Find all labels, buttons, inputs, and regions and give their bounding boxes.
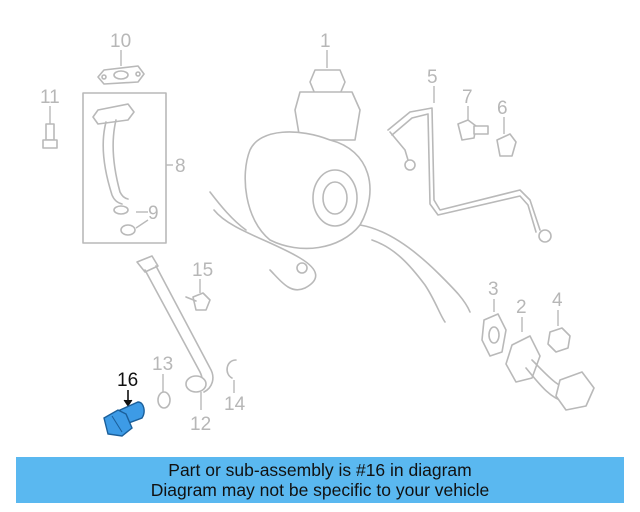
callout-2: 2 (516, 297, 527, 318)
callout-3: 3 (488, 279, 499, 300)
part-4-nut: 4 (547, 290, 571, 353)
banner-line-1: Part or sub-assembly is #16 in diagram (168, 460, 472, 480)
part-10-gasket: 10 (97, 31, 145, 85)
part-2-elbow-pipe: 2 (505, 297, 595, 411)
callout-15: 15 (192, 260, 213, 281)
part-5-vacuum-line: 5 (387, 67, 552, 243)
part-7-bolt: 7 (457, 87, 489, 141)
banner-line-2: Diagram may not be specific to your vehi… (150, 480, 490, 500)
callout-6: 6 (497, 98, 508, 119)
callout-9: 9 (148, 203, 159, 224)
callout-12: 12 (190, 414, 211, 435)
part-15-bolt: 15 (185, 260, 213, 311)
info-banner: Part or sub-assembly is #16 in diagram D… (16, 457, 624, 503)
part-16-banjo-bolt-highlighted: 16 (103, 370, 145, 437)
callout-5: 5 (427, 67, 438, 88)
part-8-oil-feed-assembly: 8 9 (82, 92, 186, 244)
callout-10: 10 (110, 31, 131, 52)
callout-4: 4 (552, 290, 563, 311)
part-3-gasket: 3 (481, 279, 507, 357)
callout-14: 14 (224, 394, 246, 415)
part-1-turbocharger: 1 (209, 31, 471, 323)
part-12-oil-return-pipe: 12 (136, 255, 214, 435)
callout-11: 11 (40, 87, 60, 108)
callout-1: 1 (320, 31, 331, 52)
part-6-fitting: 6 (496, 98, 517, 157)
part-14-clip: 14 (224, 359, 246, 415)
callout-8: 8 (175, 156, 186, 177)
callout-7: 7 (462, 87, 473, 108)
part-11-bolt: 11 (40, 87, 60, 149)
callout-13: 13 (152, 354, 173, 375)
parts-diagram: 10 11 8 9 1 (40, 31, 595, 437)
callout-16: 16 (117, 370, 138, 391)
part-13-washer: 13 (152, 354, 173, 409)
